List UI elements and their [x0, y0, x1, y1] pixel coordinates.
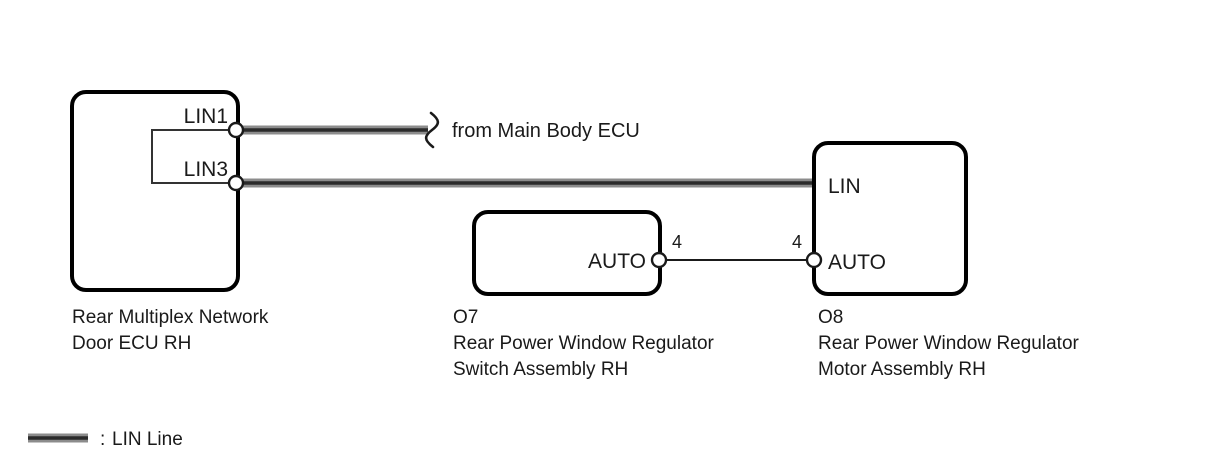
- component-motor-o8: LIN AUTO: [812, 141, 968, 296]
- left-ecu-connector-outline: [151, 129, 238, 184]
- caption-switch-o7-line1: Rear Power Window Regulator: [453, 333, 715, 354]
- caption-motor-o8-line2: Motor Assembly RH: [818, 359, 986, 380]
- wire-auto-number-right: 4: [792, 232, 802, 252]
- terminal-left-ecu-lin1[interactable]: [227, 121, 245, 139]
- terminal-motor-o8-auto[interactable]: [805, 251, 823, 269]
- terminal-switch-o7-auto[interactable]: [650, 251, 668, 269]
- caption-motor-o8-line1: Rear Power Window Regulator: [818, 333, 1080, 354]
- caption-motor-o8-code: O8: [818, 307, 843, 328]
- legend-separator: :: [100, 429, 105, 450]
- left-ecu-pin-label-lin1: LIN1: [184, 105, 228, 128]
- wire-auto-to-auto: 4 4: [660, 232, 814, 261]
- wire-lin1-external: from Main Body ECU: [238, 111, 640, 149]
- caption-motor-o8: O8 Rear Power Window Regulator Motor Ass…: [818, 307, 1080, 380]
- motor-o8-pin-label-lin: LIN: [828, 175, 861, 198]
- motor-o8-pin-label-auto: AUTO: [828, 251, 886, 274]
- caption-switch-o7-code: O7: [453, 307, 478, 328]
- terminal-left-ecu-lin3[interactable]: [227, 174, 245, 192]
- caption-switch-o7: O7 Rear Power Window Regulator Switch As…: [453, 307, 715, 380]
- component-switch-o7: AUTO: [472, 210, 662, 296]
- caption-left-ecu-line2: Door ECU RH: [72, 333, 191, 354]
- wire-lin1-external-note: from Main Body ECU: [452, 120, 640, 142]
- legend-label-text: LIN Line: [112, 429, 183, 450]
- legend: : LIN Line: [28, 429, 183, 450]
- left-ecu-body: [70, 90, 240, 292]
- left-ecu-pin-label-lin3: LIN3: [184, 158, 228, 181]
- switch-o7-pin-label-auto: AUTO: [588, 250, 646, 273]
- continuation-squiggle-icon: [424, 111, 440, 149]
- caption-left-ecu: Rear Multiplex Network Door ECU RH: [72, 307, 269, 354]
- caption-switch-o7-line2: Switch Assembly RH: [453, 359, 628, 380]
- wire-auto-number-left: 4: [672, 232, 682, 252]
- component-left-ecu: LIN1 LIN3: [70, 90, 240, 292]
- motor-o8-body: [812, 141, 968, 296]
- caption-left-ecu-line1: Rear Multiplex Network: [72, 307, 269, 328]
